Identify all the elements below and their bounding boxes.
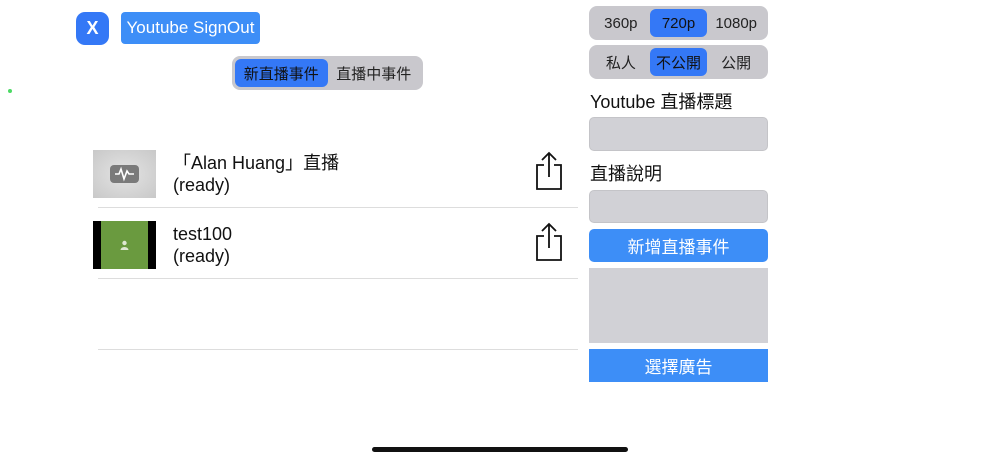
person-icon — [101, 221, 148, 269]
title-label: Youtube 直播標題 — [590, 92, 733, 112]
resolution-1080p[interactable]: 1080p — [715, 14, 758, 32]
divider — [98, 207, 578, 208]
title-input[interactable] — [589, 117, 768, 151]
description-label: 直播說明 — [590, 164, 662, 184]
close-button[interactable]: X — [76, 12, 109, 45]
privacy-unlisted[interactable]: 不公開 — [649, 48, 708, 76]
event-status: (ready) — [173, 246, 231, 266]
privacy-public[interactable]: 公開 — [721, 54, 752, 72]
status-dot — [8, 89, 12, 93]
home-indicator[interactable] — [372, 447, 628, 452]
divider — [98, 349, 578, 350]
share-icon[interactable] — [533, 151, 565, 191]
tab-new-events[interactable]: 新直播事件 — [235, 59, 328, 87]
event-title-block: 「Alan Huang」直播(ready) — [173, 152, 339, 196]
waveform-icon — [110, 165, 139, 183]
privacy-control: 私人 不公開 公開 — [589, 45, 768, 79]
resolution-360p[interactable]: 360p — [604, 14, 638, 32]
event-title-block: test100(ready) — [173, 223, 232, 267]
resolution-720p[interactable]: 720p — [649, 9, 708, 37]
event-tab-control: 新直播事件 直播中事件 — [232, 56, 423, 90]
privacy-private[interactable]: 私人 — [605, 54, 636, 72]
ad-preview — [589, 268, 768, 343]
youtube-signout-button[interactable]: Youtube SignOut — [121, 12, 260, 44]
thumbnail — [93, 221, 156, 269]
event-title: 「Alan Huang」直播 — [173, 153, 340, 173]
event-status: (ready) — [173, 175, 231, 195]
thumbnail — [93, 150, 156, 198]
divider — [98, 278, 578, 279]
create-event-button[interactable]: 新增直播事件 — [589, 229, 768, 262]
description-input[interactable] — [589, 190, 768, 223]
event-row[interactable]: test100(ready) — [93, 221, 578, 292]
event-row[interactable]: 「Alan Huang」直播(ready) — [93, 150, 578, 221]
tab-live-events[interactable]: 直播中事件 — [336, 65, 412, 83]
share-icon[interactable] — [533, 222, 565, 262]
select-ad-button[interactable]: 選擇廣告 — [589, 349, 768, 382]
event-title: test100 — [173, 224, 233, 244]
resolution-control: 360p 720p 1080p — [589, 6, 768, 40]
